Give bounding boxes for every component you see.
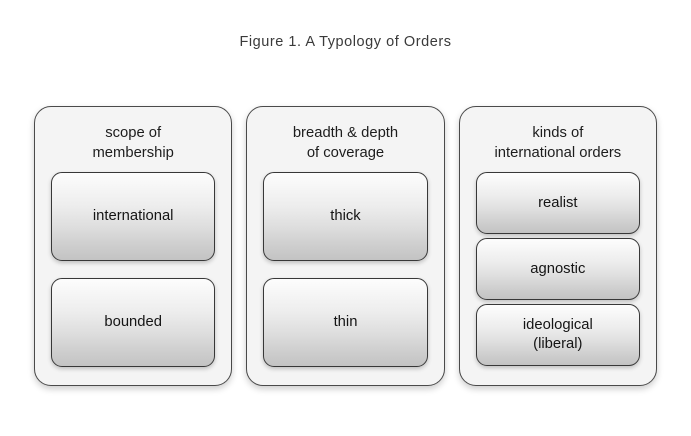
column-items-kinds-of-international-orders: realist agnostic ideological (liberal): [475, 172, 640, 374]
column-kinds-of-international-orders: kinds of international orders realist ag…: [458, 106, 657, 386]
column-header-kinds-of-international-orders: kinds of international orders: [494, 125, 622, 161]
item-label-thick: thick: [330, 208, 361, 224]
column-scope-of-membership: scope of membership international bounde…: [34, 106, 233, 386]
figure-title: Figure 1. A Typology of Orders: [239, 34, 452, 50]
item-label-international: international: [92, 208, 174, 224]
column-header-scope-of-membership: scope of membership: [92, 125, 174, 161]
typology-columns: scope of membership international bounde…: [34, 106, 657, 386]
column-items-scope-of-membership: international bounded: [51, 172, 216, 374]
item-label-bounded: bounded: [104, 314, 162, 330]
item-label-thin: thin: [333, 314, 358, 330]
item-box-bounded[interactable]: bounded: [51, 278, 216, 367]
item-box-agnostic[interactable]: agnostic: [475, 238, 640, 300]
item-box-thick[interactable]: thick: [263, 172, 428, 261]
column-items-breadth-and-depth-of-coverage: thick thin: [263, 172, 428, 374]
item-label-ideological-liberal: ideological (liberal): [522, 317, 593, 352]
item-label-agnostic: agnostic: [530, 260, 586, 277]
column-header-breadth-and-depth-of-coverage: breadth & depth of coverage: [292, 125, 399, 161]
item-box-international[interactable]: international: [51, 172, 216, 261]
item-box-realist[interactable]: realist: [475, 172, 640, 234]
column-breadth-and-depth-of-coverage: breadth & depth of coverage thick thin: [246, 106, 445, 386]
item-label-realist: realist: [538, 194, 578, 211]
item-box-thin[interactable]: thin: [263, 278, 428, 367]
item-box-ideological-liberal[interactable]: ideological (liberal): [475, 304, 640, 366]
